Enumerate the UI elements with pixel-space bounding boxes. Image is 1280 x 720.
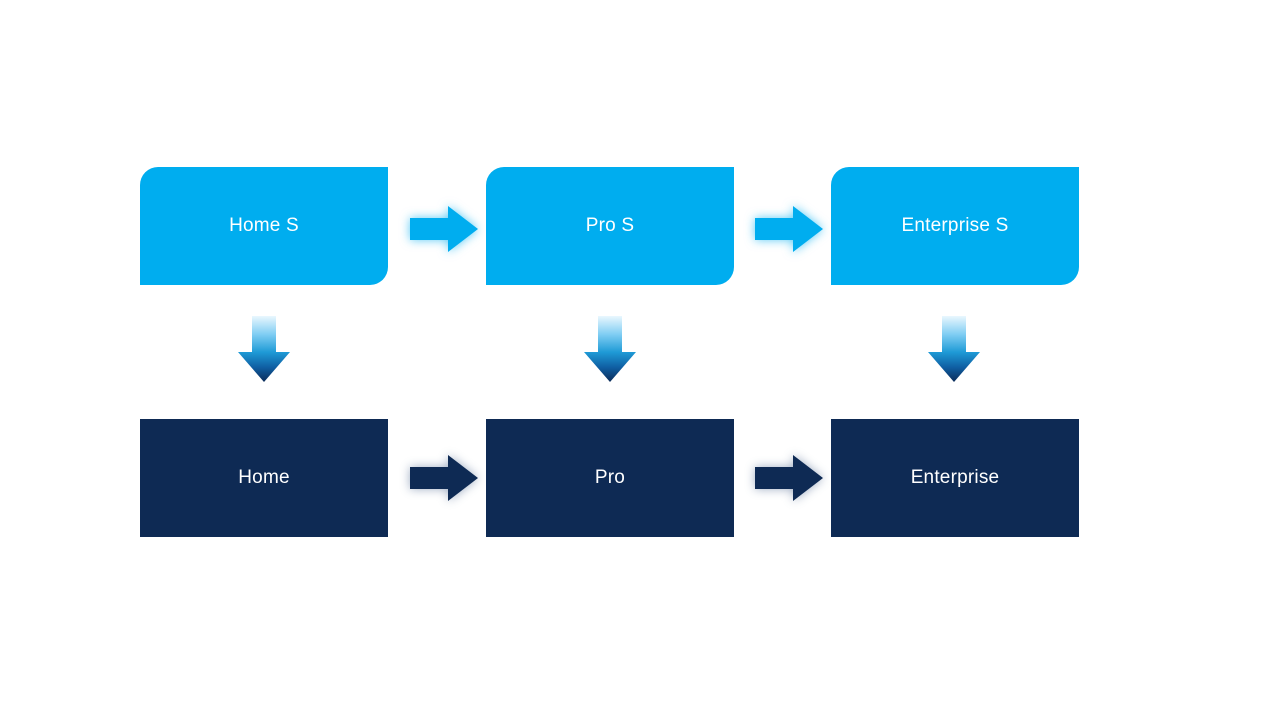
process-box-label: Home S xyxy=(229,215,299,236)
process-box-enterprise: Enterprise xyxy=(831,419,1079,537)
down-arrow-icon xyxy=(238,316,290,382)
right-arrow-icon xyxy=(755,455,823,501)
process-box-pro: Pro xyxy=(486,419,734,537)
down-arrow-icon xyxy=(928,316,980,382)
right-arrow-icon xyxy=(410,206,478,252)
process-box-label: Enterprise S xyxy=(901,215,1009,236)
process-box-label: Pro S xyxy=(585,215,635,236)
process-box-label: Pro xyxy=(594,467,626,488)
process-box-label: Home xyxy=(238,467,290,488)
process-box-home: Home xyxy=(140,419,388,537)
process-box-pro-s: Pro S xyxy=(486,167,734,285)
right-arrow-icon xyxy=(410,455,478,501)
process-box-home-s: Home S xyxy=(140,167,388,285)
process-box-enterprise-s: Enterprise S xyxy=(831,167,1079,285)
right-arrow-icon xyxy=(755,206,823,252)
process-box-label: Enterprise xyxy=(910,467,1000,488)
down-arrow-icon xyxy=(584,316,636,382)
